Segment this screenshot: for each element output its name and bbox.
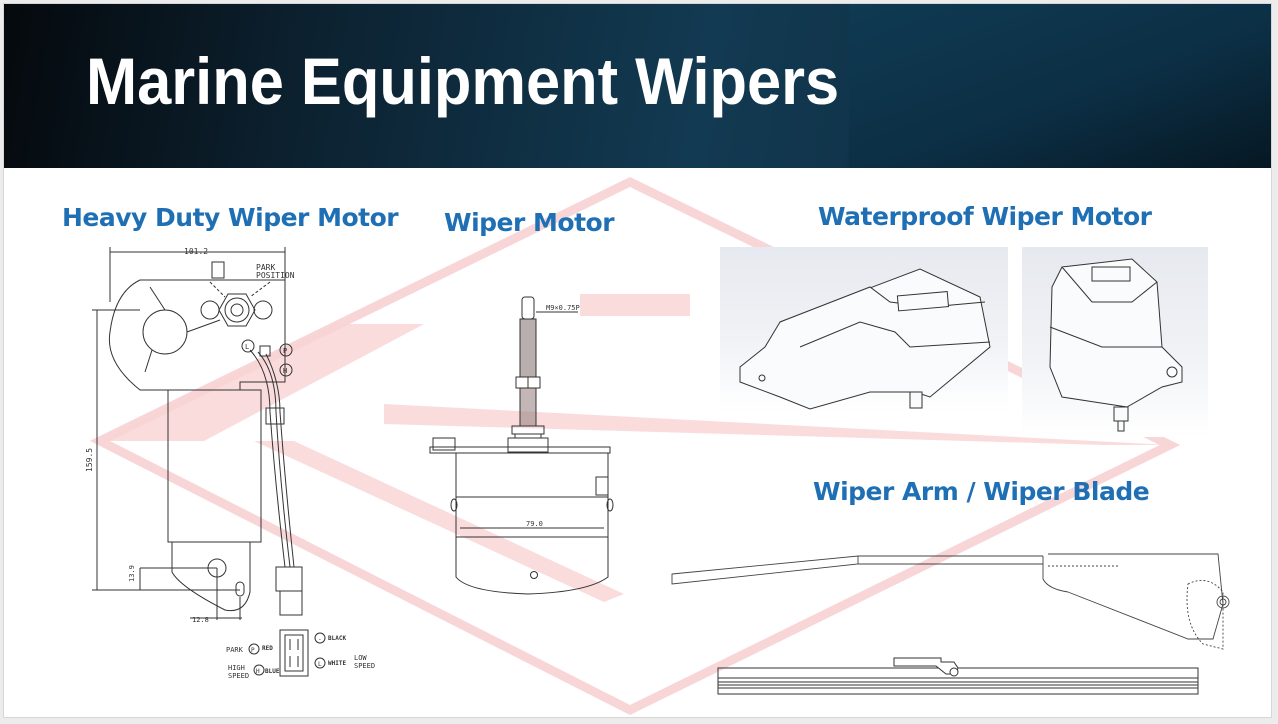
slide: Marine Equipment Wipers Heavy Duty Wiper… xyxy=(4,4,1271,717)
heavy-duty-motor-drawing: 101.2 PARK POSITION L P H 13.9 159.5 12.… xyxy=(85,247,375,680)
dim-offset-vertical: 13.9 xyxy=(128,565,136,582)
wiring-white: WHITE xyxy=(328,660,346,667)
wiring-high-1: HIGH xyxy=(228,664,245,672)
banner-right-panel xyxy=(849,4,1271,168)
width-dim: 79.0 xyxy=(526,520,543,528)
dim-height: 159.5 xyxy=(85,448,94,472)
wiper-arm-drawing xyxy=(671,553,1230,650)
wiring-low-1: LOW xyxy=(354,654,367,662)
wiper-motor-title: Wiper Motor xyxy=(444,208,615,237)
waterproof-motor-render-1 xyxy=(720,247,1008,412)
heavy-duty-title: Heavy Duty Wiper Motor xyxy=(62,203,399,232)
wiring-pin-minus: - xyxy=(318,636,322,643)
park-position-line1: PARK xyxy=(256,263,275,272)
pin-P: P xyxy=(283,347,287,355)
waterproof-title: Waterproof Wiper Motor xyxy=(818,202,1152,231)
waterproof-motor-vertical-icon xyxy=(1049,258,1183,432)
waterproof-motor-horizontal-icon xyxy=(739,268,991,410)
wiring-low-2: SPEED xyxy=(354,662,375,670)
park-position-line2: POSITION xyxy=(256,271,295,280)
pin-H: H xyxy=(283,367,287,375)
wiper-blade-drawing xyxy=(717,657,1199,695)
wiring-black: BLACK xyxy=(328,635,346,642)
title-banner: Marine Equipment Wipers xyxy=(4,4,1271,168)
waterproof-motor-render-2 xyxy=(1022,247,1208,437)
wiring-pin-l: L xyxy=(318,661,322,668)
pin-L: L xyxy=(245,343,249,351)
dim-width: 101.2 xyxy=(184,247,208,256)
wiper-motor-drawing: M9×0.75P 79.0 xyxy=(429,296,614,595)
wiring-park: PARK xyxy=(226,646,244,654)
dim-offset-horizontal: 12.8 xyxy=(192,616,209,624)
wiring-red: RED xyxy=(262,645,273,652)
thread-spec: M9×0.75P xyxy=(546,304,580,312)
wiring-blue: BLUE xyxy=(265,668,280,675)
wiring-pin-h: H xyxy=(256,668,260,675)
wiring-high-2: SPEED xyxy=(228,672,249,680)
wiring-pin-p: P xyxy=(251,647,255,654)
arm-blade-title: Wiper Arm / Wiper Blade xyxy=(813,477,1150,506)
slide-title: Marine Equipment Wipers xyxy=(86,44,840,118)
